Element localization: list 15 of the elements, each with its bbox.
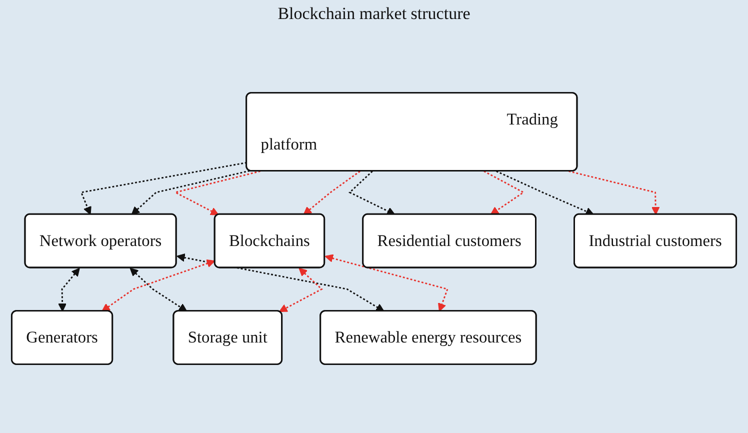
arrow — [58, 268, 80, 312]
arrow — [484, 170, 525, 215]
arrow — [568, 170, 660, 215]
arrow — [130, 268, 188, 312]
arrow — [173, 170, 260, 216]
diagram-title: Blockchain market structure — [278, 4, 470, 24]
arrow — [176, 253, 384, 312]
arrow — [324, 254, 448, 312]
arrow — [80, 162, 247, 215]
arrow — [303, 170, 360, 215]
arrow — [496, 170, 594, 216]
arrow — [278, 268, 323, 312]
arrow — [102, 259, 216, 312]
arrow — [348, 170, 396, 215]
arrow — [131, 170, 250, 215]
